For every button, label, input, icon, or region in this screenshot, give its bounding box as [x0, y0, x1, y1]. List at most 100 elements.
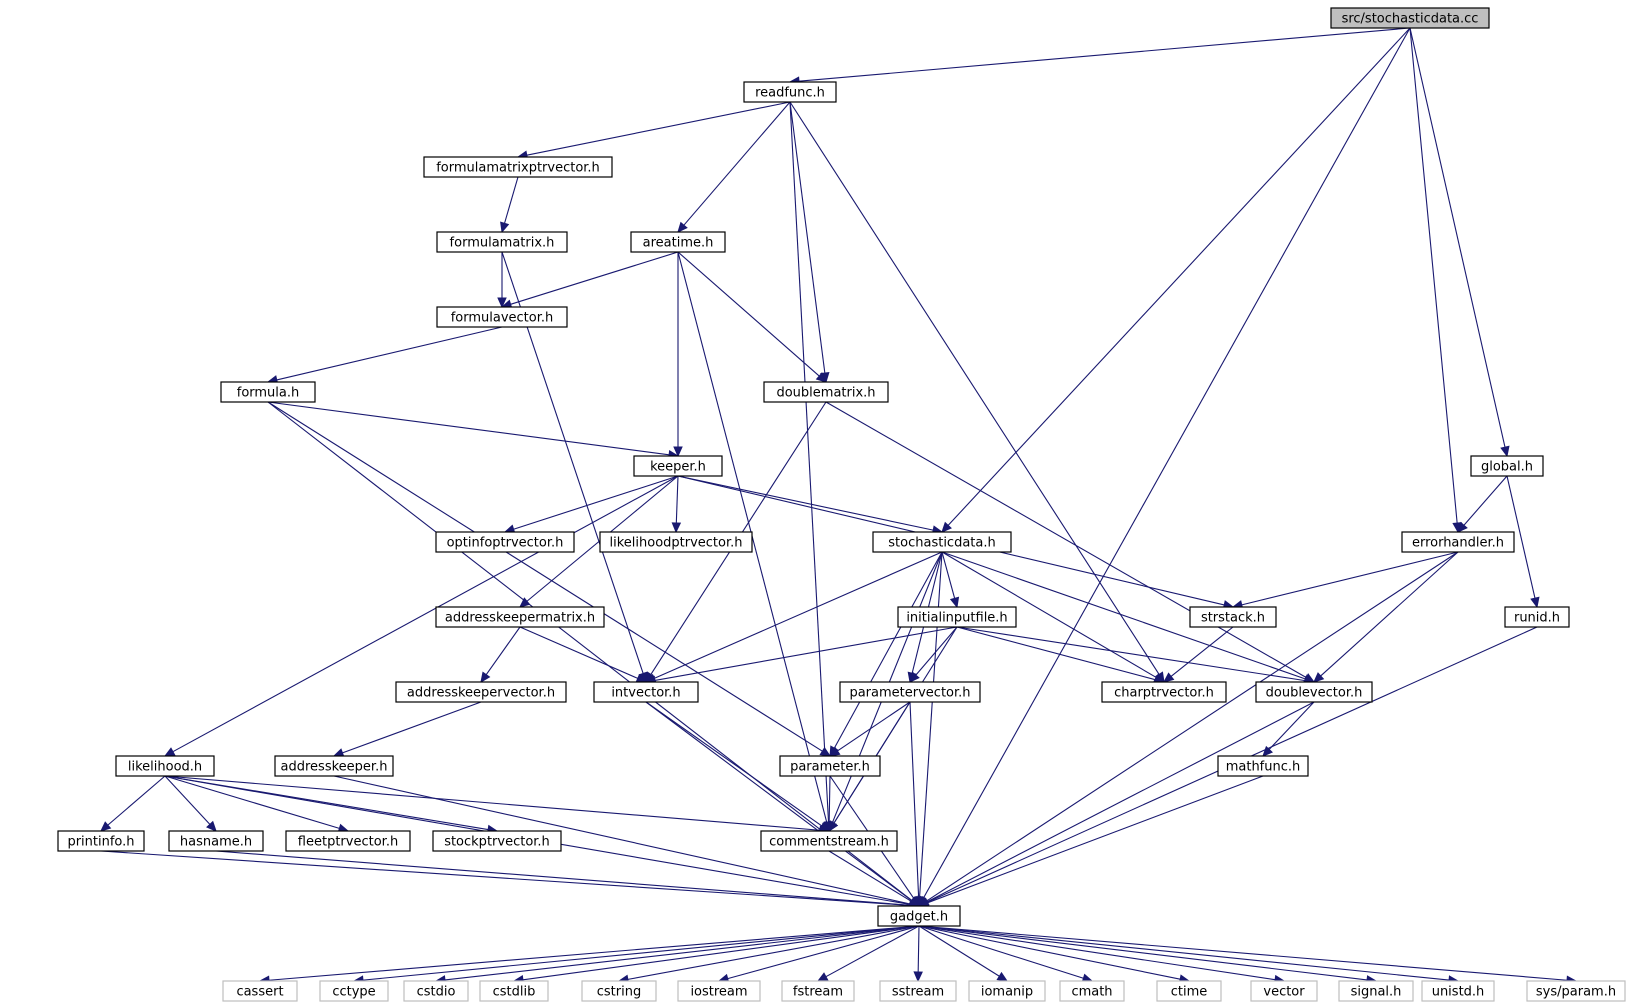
node-label: cstdio	[417, 985, 456, 1000]
node-commentstream_h[interactable]: commentstream.h	[760, 830, 898, 852]
node-label: optinfoptrvector.h	[447, 536, 564, 551]
edge-line	[362, 925, 920, 981]
node-charptrvector_h[interactable]: charptrvector.h	[1101, 681, 1227, 703]
node-box	[168, 830, 264, 852]
node-box	[1059, 980, 1125, 1002]
edge-initialinputfile_h-to-parametervector_h	[909, 626, 958, 683]
edge-line	[837, 701, 911, 752]
node-sys_param_h[interactable]: sys/param.h	[1526, 980, 1626, 1002]
node-box	[274, 755, 394, 777]
edge-addresskeepermatrix_h-to-addresskeepervector_h	[480, 626, 521, 684]
node-label: cstdlib	[493, 985, 536, 1000]
node-box	[57, 830, 145, 852]
node-addresskeepervector_h[interactable]: addresskeepervector.h	[395, 681, 567, 703]
node-label: stockptrvector.h	[444, 835, 550, 850]
node-formula_h[interactable]: formula.h	[220, 381, 316, 403]
node-cstdio[interactable]: cstdio	[403, 980, 469, 1002]
edge-arrowhead	[1457, 521, 1468, 533]
node-label: charptrvector.h	[1114, 686, 1214, 701]
edge-keeper_h-to-optinfoptrvector_h	[503, 475, 679, 534]
node-iostream[interactable]: iostream	[677, 980, 761, 1002]
node-printinfo_h[interactable]: printinfo.h	[57, 830, 145, 852]
node-label: readfunc.h	[755, 86, 825, 101]
edge-line	[918, 925, 1368, 981]
node-doublematrix_h[interactable]: doublematrix.h	[763, 381, 889, 403]
node-strstack_h[interactable]: strstack.h	[1189, 606, 1277, 628]
node-parametervector_h[interactable]: parametervector.h	[839, 681, 981, 703]
edge-errorhandler_h-to-strstack_h	[1231, 551, 1459, 610]
node-label: cstring	[597, 985, 641, 1000]
edge-line	[267, 401, 670, 456]
node-label: cmath	[1071, 985, 1112, 1000]
node-label: addresskeeper.h	[281, 760, 388, 775]
node-likelihood_h[interactable]: likelihood.h	[115, 755, 215, 777]
edge-line	[1463, 475, 1508, 526]
edge-line	[100, 850, 911, 906]
edge-arrowhead	[1500, 445, 1510, 458]
node-cstdlib[interactable]: cstdlib	[479, 980, 549, 1002]
edge-parametervector_h-to-parameter_h	[828, 701, 911, 757]
edge-gadget_h-to-sstream	[913, 925, 923, 983]
edge-line	[485, 626, 521, 675]
node-keeper_h[interactable]: keeper.h	[633, 455, 723, 477]
node-formulamatrixptrvector_h[interactable]: formulamatrixptrvector.h	[423, 156, 613, 178]
edge-arrowhead	[100, 821, 112, 832]
edge-line	[333, 775, 911, 905]
node-cstring[interactable]: cstring	[581, 980, 657, 1002]
node-doublevector_h[interactable]: doublevector.h	[1255, 681, 1373, 703]
node-box	[395, 681, 567, 703]
node-stockptrvector_h[interactable]: stockptrvector.h	[432, 830, 562, 852]
edge-gadget_h-to-signal_h	[918, 925, 1378, 985]
node-hasname_h[interactable]: hasname.h	[168, 830, 264, 852]
node-fleetptrvector_h[interactable]: fleetptrvector.h	[285, 830, 411, 852]
edge-gadget_h-to-ctime	[918, 925, 1191, 984]
node-formulavector_h[interactable]: formulavector.h	[436, 306, 568, 328]
node-cctype[interactable]: cctype	[319, 980, 389, 1002]
node-global_h[interactable]: global.h	[1470, 455, 1544, 477]
node-iomanip[interactable]: iomanip	[968, 980, 1046, 1002]
node-src_stochasticdata_cc[interactable]: src/stochasticdata.cc	[1330, 7, 1490, 29]
edge-line	[519, 626, 638, 679]
node-stochasticdata_h[interactable]: stochasticdata.h	[872, 531, 1012, 553]
node-likelihoodptrvector_h[interactable]: likelihoodptrvector.h	[599, 531, 753, 553]
node-vector[interactable]: vector	[1250, 980, 1318, 1002]
node-box	[436, 231, 568, 253]
node-gadget_h[interactable]: gadget.h	[877, 905, 961, 927]
node-signal_h[interactable]: signal.h	[1338, 980, 1414, 1002]
node-areatime_h[interactable]: areatime.h	[630, 231, 726, 253]
node-optinfoptrvector_h[interactable]: optinfoptrvector.h	[435, 531, 575, 553]
edge-line	[926, 701, 1315, 903]
edge-readfunc_h-to-areatime_h	[677, 101, 791, 233]
node-initialinputfile_h[interactable]: initialinputfile.h	[897, 606, 1017, 628]
node-cassert[interactable]: cassert	[222, 980, 298, 1002]
edges-layer	[100, 27, 1578, 985]
node-ctime[interactable]: ctime	[1156, 980, 1222, 1002]
edge-line	[627, 925, 920, 980]
edge-src_stochasticdata_cc-to-global_h	[1409, 27, 1510, 458]
edge-strstack_h-to-charptrvector_h	[1163, 626, 1234, 683]
node-box	[599, 531, 753, 553]
node-fstream[interactable]: fstream	[781, 980, 855, 1002]
node-cmath[interactable]: cmath	[1059, 980, 1125, 1002]
edge-arrowhead	[1313, 672, 1325, 683]
edge-addresskeepermatrix_h-to-intvector_h	[519, 626, 648, 683]
node-readfunc_h[interactable]: readfunc.h	[743, 81, 837, 103]
node-addresskeeper_h[interactable]: addresskeeper.h	[274, 755, 394, 777]
node-errorhandler_h[interactable]: errorhandler.h	[1401, 531, 1515, 553]
node-mathfunc_h[interactable]: mathfunc.h	[1217, 755, 1309, 777]
node-runid_h[interactable]: runid.h	[1504, 606, 1570, 628]
node-box	[436, 306, 568, 328]
node-formulamatrix_h[interactable]: formulamatrix.h	[436, 231, 568, 253]
node-box	[423, 156, 613, 178]
node-parameter_h[interactable]: parameter.h	[779, 755, 881, 777]
node-box	[872, 531, 1012, 553]
edge-gadget_h-to-iomanip	[918, 925, 1009, 982]
node-intvector_h[interactable]: intvector.h	[593, 681, 699, 703]
edge-line	[342, 701, 482, 754]
node-box	[285, 830, 411, 852]
node-sstream[interactable]: sstream	[879, 980, 957, 1002]
edge-line	[833, 551, 943, 749]
node-unistd_h[interactable]: unistd.h	[1421, 980, 1495, 1002]
node-addresskeepermatrix_h[interactable]: addresskeepermatrix.h	[435, 606, 605, 628]
